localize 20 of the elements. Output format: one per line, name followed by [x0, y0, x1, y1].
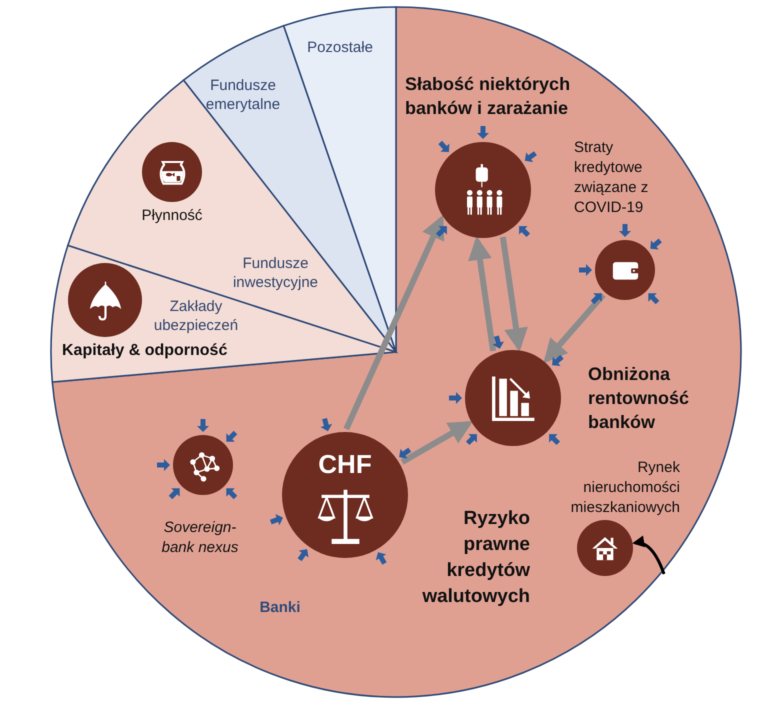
- segment-label: Fundusze emerytalne: [204, 76, 282, 114]
- segment-label: Pozostałe: [306, 38, 374, 57]
- arrow: [543, 292, 606, 364]
- risk-heading: Słabość niektórych banków i zarażanie: [405, 73, 572, 120]
- arrow: [468, 236, 496, 352]
- segment-label: Fundusze inwestycyjne: [232, 254, 320, 292]
- risk-label: Rynek nieruchomości mieszkaniowych: [570, 458, 680, 518]
- arrow: [344, 214, 444, 430]
- risk-heading: Ryzyko prawne kredytów walutowych: [421, 507, 530, 609]
- segment-label: Zakłady ubezpieczeń: [152, 297, 240, 335]
- curved-arrow: [632, 536, 666, 575]
- segment-label: Banki: [258, 598, 302, 617]
- risk-label: Straty kredytowe związane z COVID-19: [574, 138, 650, 218]
- risk-label: Płynność: [140, 206, 204, 226]
- currency-label: CHF: [317, 449, 373, 479]
- risk-label: Sovereign-bank nexus: [160, 518, 240, 558]
- risk-label: Kapitały & odporność: [62, 341, 228, 361]
- arrow: [500, 236, 528, 352]
- risk-heading: Obniżona rentowność banków: [588, 363, 690, 434]
- arrow: [400, 420, 473, 465]
